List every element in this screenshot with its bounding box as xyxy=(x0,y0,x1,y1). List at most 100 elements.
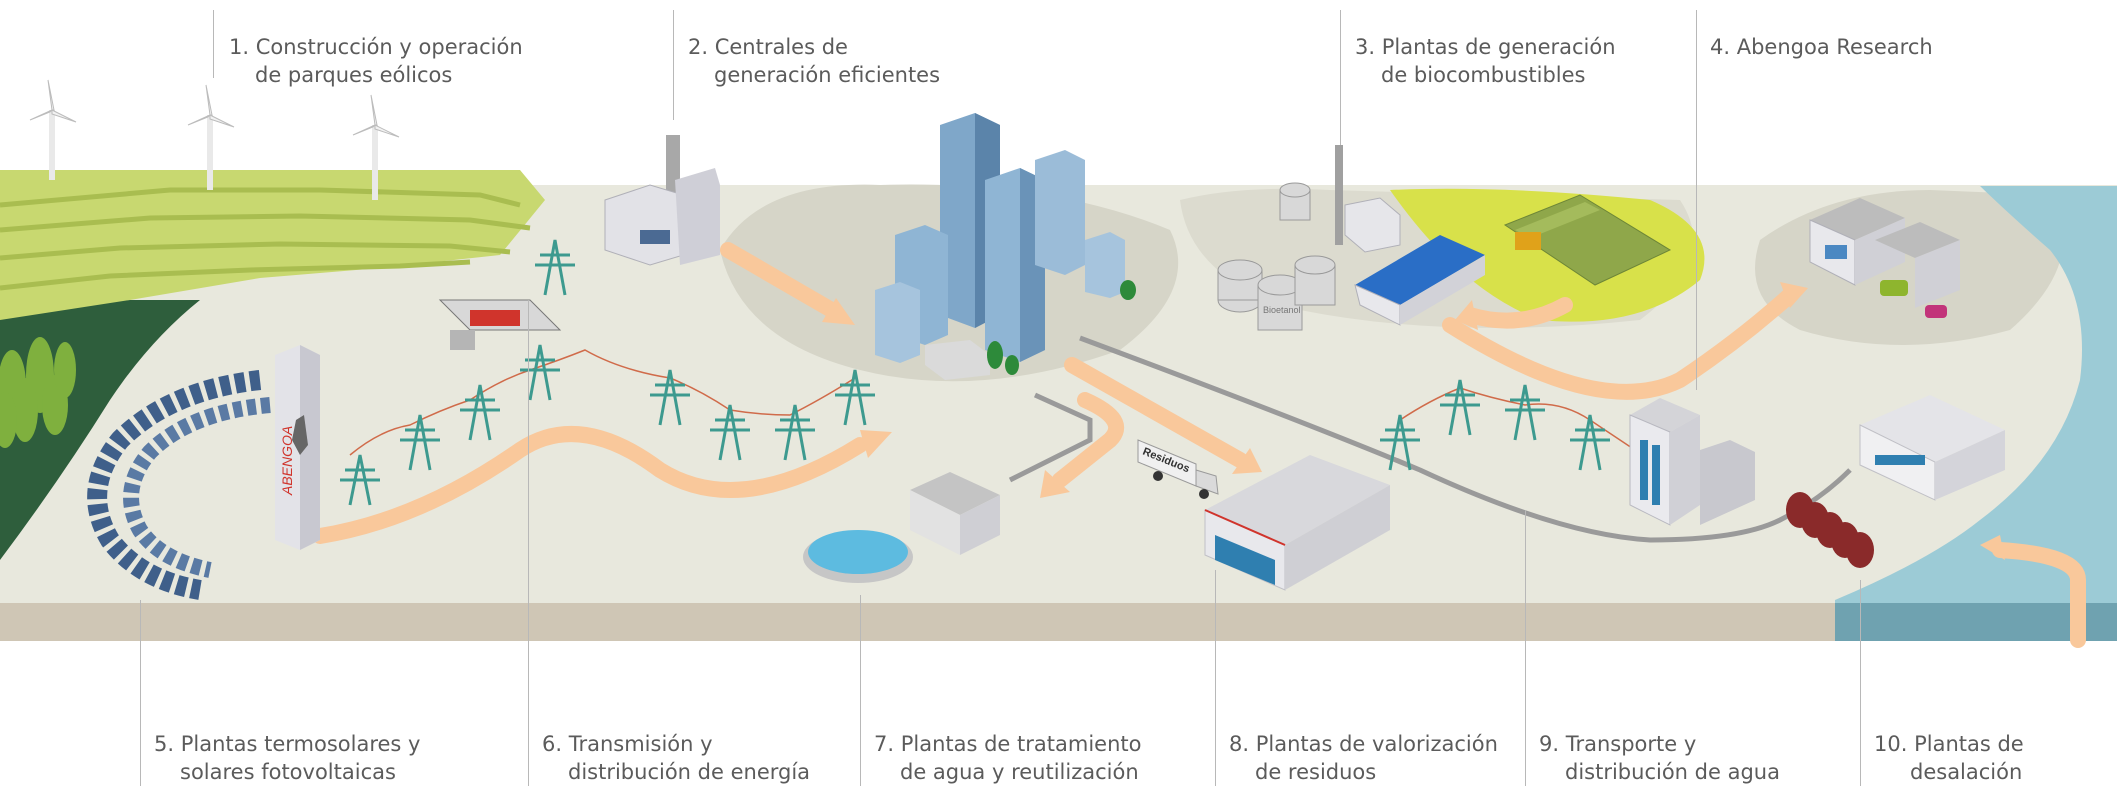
label-wind-farms-line1: 1. Construcción y operación xyxy=(229,35,523,59)
pumping-station xyxy=(1629,398,1755,526)
solar-tower: ABENGOA xyxy=(275,345,320,550)
label-transmission-line2: distribución de energía xyxy=(568,760,811,784)
label-power-plants-line1: 2. Centrales de xyxy=(688,35,848,59)
hill-terrace-3 xyxy=(0,241,511,261)
leader-line-9 xyxy=(1525,510,1526,786)
leader-line-5 xyxy=(140,600,141,786)
flow-arrow-plant-to-city xyxy=(720,242,843,320)
car-green xyxy=(1880,280,1908,296)
leader-line-6 xyxy=(528,300,529,786)
flow-arrow-solar-to-city xyxy=(312,426,868,544)
research-center xyxy=(1809,198,1960,318)
wind-turbine xyxy=(352,94,400,200)
label-solar-plants-line1: 5. Plantas termosolares y xyxy=(154,732,421,756)
flow-arrow-to-research xyxy=(1442,287,1798,400)
waste-valorization-plant xyxy=(1204,455,1390,591)
ground-base-strip xyxy=(0,603,2117,641)
pylon xyxy=(1380,414,1420,471)
hill-terrace-2 xyxy=(0,213,531,233)
leader-line-1 xyxy=(213,10,214,78)
crop-field xyxy=(1503,194,1672,286)
flow-arrow-biofuel xyxy=(1462,297,1573,329)
label-biofuel-plants-line2: de biocombustibles xyxy=(1381,63,1586,87)
desalination-pipes xyxy=(1786,492,1874,568)
label-power-plants-line2: generación eficientes xyxy=(714,63,941,87)
flow-arrowheads xyxy=(822,282,2005,560)
biofuel-warehouse xyxy=(1354,235,1485,326)
label-abengoa-research: 4. Abengoa Research xyxy=(1710,33,1933,61)
pylon xyxy=(775,404,815,461)
flow-arrow-city-to-waste xyxy=(1064,357,1248,468)
label-wind-farms-line2: de parques eólicos xyxy=(255,63,453,87)
tower-brand-text: ABENGOA xyxy=(279,426,295,496)
tank-text: Bioetanol xyxy=(1263,305,1301,315)
hill-terrace-4 xyxy=(0,259,471,291)
substation xyxy=(438,299,562,350)
label-water-transport: 9. Transporte y distribución de agua xyxy=(1539,730,1780,786)
leader-line-4 xyxy=(1696,10,1697,390)
hill-terrace-1 xyxy=(0,187,521,208)
bioethanol-tanks xyxy=(1217,182,1336,331)
water-pipeline-2 xyxy=(1008,392,1093,483)
pylons xyxy=(340,239,1610,506)
label-abengoa-research-line1: 4. Abengoa Research xyxy=(1710,35,1933,59)
label-water-transport-line2: distribución de agua xyxy=(1565,760,1780,784)
water-pipeline xyxy=(1079,335,1852,543)
label-waste-valorization-line1: 8. Plantas de valorización xyxy=(1229,732,1498,756)
power-plant xyxy=(604,135,720,266)
wind-turbine xyxy=(29,79,77,180)
leader-line-7 xyxy=(860,595,861,786)
city-buildings xyxy=(875,113,1125,380)
pylon xyxy=(460,384,500,441)
sea xyxy=(1835,186,2117,641)
car-pink xyxy=(1925,305,1947,318)
heliostat-arc xyxy=(87,370,262,600)
desalination-plant xyxy=(1786,395,2005,568)
label-transmission-line1: 6. Transmisión y xyxy=(542,732,713,756)
label-water-transport-line1: 9. Transporte y xyxy=(1539,732,1697,756)
label-desalination-line2: desalación xyxy=(1910,760,2023,784)
label-biofuel-plants: 3. Plantas de generación de biocombustib… xyxy=(1355,33,1616,89)
label-water-treatment: 7. Plantas de tratamiento de agua y reut… xyxy=(874,730,1141,786)
heliostat-field xyxy=(87,370,271,600)
pylon xyxy=(535,239,575,296)
pylon xyxy=(710,404,750,461)
pylon xyxy=(1440,379,1480,436)
biofuel-plant: Bioetanol xyxy=(1217,145,1401,331)
pylon xyxy=(835,369,875,426)
leader-line-3 xyxy=(1340,10,1341,145)
label-power-plants: 2. Centrales de generación eficientes xyxy=(688,33,940,89)
power-lines xyxy=(349,349,1651,461)
water-treatment-plant xyxy=(803,472,1000,583)
label-biofuel-plants-line1: 3. Plantas de generación xyxy=(1355,35,1616,59)
label-water-treatment-line1: 7. Plantas de tratamiento xyxy=(874,732,1142,756)
pylon xyxy=(650,369,690,426)
pylon xyxy=(340,454,380,506)
pylon xyxy=(520,344,560,401)
label-desalination: 10. Plantas de desalación xyxy=(1874,730,2024,786)
forest-trees xyxy=(0,337,76,448)
heliostat-arc xyxy=(123,397,271,578)
label-wind-farms: 1. Construcción y operación de parques e… xyxy=(229,33,523,89)
pylon xyxy=(400,414,440,471)
harvester xyxy=(1515,232,1541,250)
leader-line-8 xyxy=(1215,570,1216,786)
label-desalination-line1: 10. Plantas de xyxy=(1874,732,2024,756)
label-solar-plants-line2: solares fotovoltaicas xyxy=(180,760,396,784)
flow-arrows xyxy=(312,242,2086,648)
leader-line-2 xyxy=(673,10,674,120)
flow-arrow-sea-to-desalination xyxy=(1992,542,2086,648)
wind-turbine xyxy=(187,84,235,190)
biofuel-field xyxy=(1390,188,1705,322)
label-waste-valorization-line2: de residuos xyxy=(1255,760,1377,784)
wind-turbines xyxy=(29,79,400,200)
pylon xyxy=(1505,384,1545,441)
pylon xyxy=(1570,414,1610,471)
label-solar-plants: 5. Plantas termosolares y solares fotovo… xyxy=(154,730,420,786)
leader-line-10 xyxy=(1860,580,1861,786)
label-transmission: 6. Transmisión y distribución de energía xyxy=(542,730,810,786)
label-water-treatment-line2: de agua y reutilización xyxy=(900,760,1139,784)
label-waste-valorization: 8. Plantas de valorización de residuos xyxy=(1229,730,1498,786)
